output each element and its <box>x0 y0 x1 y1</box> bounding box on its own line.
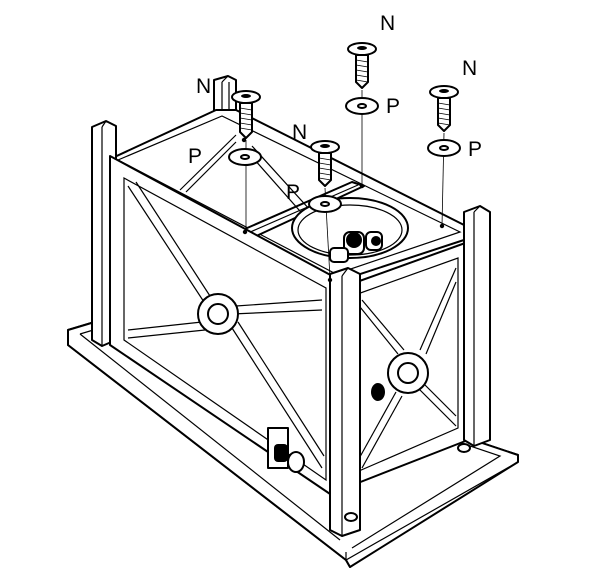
screw-n3 <box>347 42 377 89</box>
washer-p2 <box>308 195 342 213</box>
label-p-center: P <box>286 181 300 204</box>
basin-opening <box>291 197 409 263</box>
pipe-fittings <box>329 231 383 263</box>
washer-p4 <box>427 139 461 157</box>
label-p-right: P <box>468 138 482 161</box>
label-p-top: P <box>386 95 400 118</box>
washer-p1 <box>228 148 262 166</box>
screw-n4 <box>429 85 459 132</box>
washer-p3 <box>345 97 379 115</box>
label-n-right: N <box>462 57 477 80</box>
bottom-valve <box>267 427 305 473</box>
label-n-center: N <box>292 121 307 144</box>
label-p-left: P <box>188 145 202 168</box>
front-right-post <box>329 267 361 537</box>
screw-n1 <box>231 90 261 139</box>
screw-n2 <box>310 140 340 187</box>
label-n-top: N <box>380 12 395 35</box>
back-right-post <box>457 205 491 453</box>
right-end-panel <box>339 241 469 491</box>
label-n-left: N <box>196 75 211 98</box>
